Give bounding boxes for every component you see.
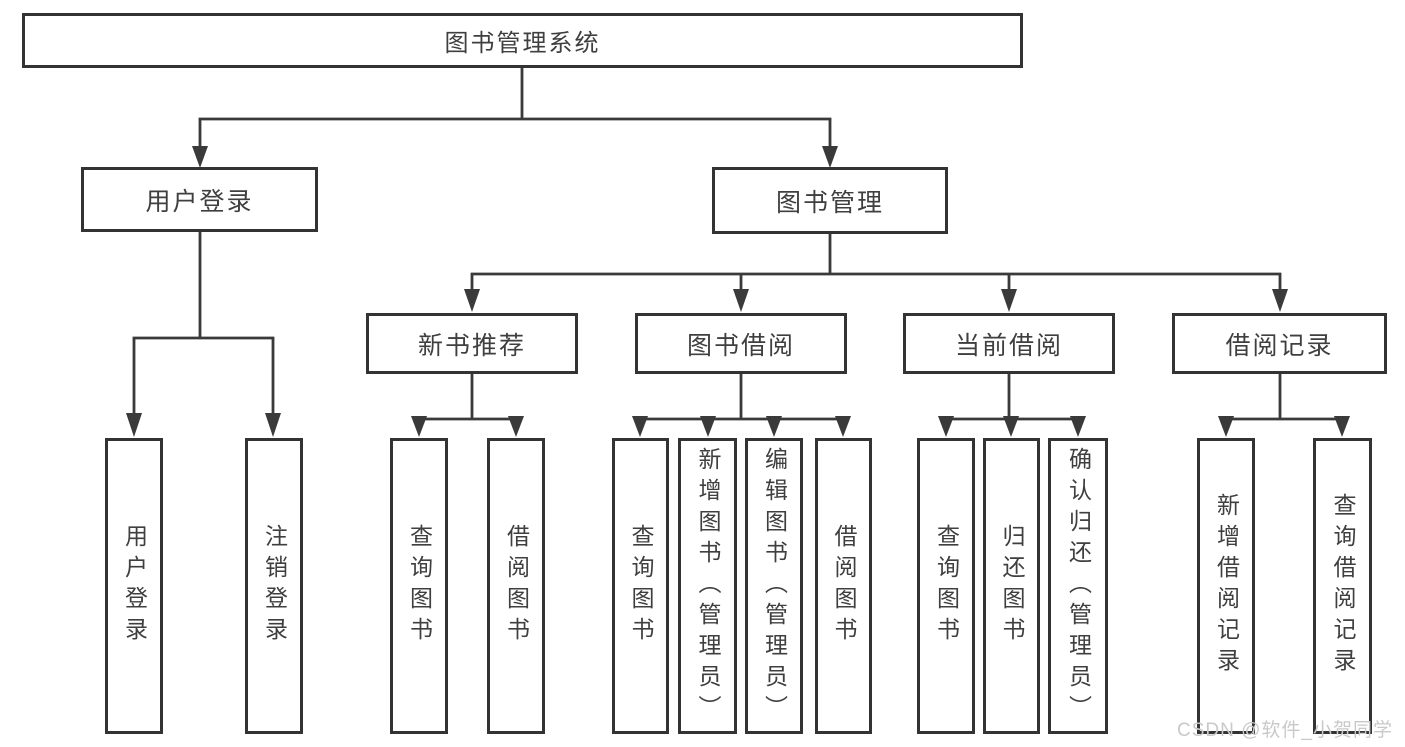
node-user-login: 用户登录 [81, 167, 318, 232]
node-label: 用户登录 [121, 524, 148, 648]
node-label: 借阅记录 [1225, 331, 1334, 360]
node-label: 新增借阅记录 [1213, 493, 1240, 679]
node-label: 借阅图书 [831, 524, 857, 648]
node-label: 借阅图书 [503, 524, 530, 648]
leaf-borrow-books-recommend: 借阅图书 [487, 438, 545, 734]
node-borrowing-records: 借阅记录 [1172, 313, 1387, 374]
leaf-return-books: 归还图书 [983, 438, 1040, 734]
node-label: 查询借阅记录 [1330, 493, 1356, 679]
leaf-user-login: 用户登录 [105, 438, 163, 734]
node-new-book-recommend: 新书推荐 [366, 313, 578, 374]
node-label: 新书推荐 [417, 331, 526, 360]
node-book-management: 图书管理 [712, 167, 948, 234]
node-label: 图书管理系统 [444, 30, 601, 57]
node-label: 图书管理 [775, 188, 884, 217]
leaf-query-books-borrowing: 查询图书 [612, 438, 669, 734]
node-book-borrowing: 图书借阅 [635, 313, 847, 374]
node-label: 新增图书（管理员） [695, 446, 721, 726]
node-label: 图书借阅 [686, 331, 795, 360]
leaf-add-borrow-record: 新增借阅记录 [1197, 438, 1255, 734]
node-label: 查询图书 [406, 524, 433, 648]
leaf-query-books-current: 查询图书 [917, 438, 975, 734]
leaf-query-borrow-record: 查询借阅记录 [1313, 438, 1372, 734]
leaf-query-books-recommend: 查询图书 [390, 438, 448, 734]
node-label: 查询图书 [628, 524, 654, 648]
leaf-confirm-return-admin: 确认归还（管理员） [1048, 438, 1108, 734]
node-label: 确认归还（管理员） [1065, 446, 1092, 726]
node-label: 编辑图书（管理员） [761, 446, 788, 726]
leaf-edit-books-admin: 编辑图书（管理员） [745, 438, 803, 734]
leaf-logout: 注销登录 [245, 438, 303, 734]
node-library-management-system: 图书管理系统 [22, 13, 1023, 68]
csdn-watermark: CSDN @软件_小贺同学 [1177, 720, 1393, 741]
node-label: 当前借阅 [954, 331, 1063, 360]
node-label: 查询图书 [933, 524, 960, 648]
leaf-add-books-admin: 新增图书（管理员） [678, 438, 737, 734]
node-current-borrowing: 当前借阅 [903, 313, 1115, 374]
node-label: 用户登录 [145, 187, 254, 216]
leaf-borrow-books: 借阅图书 [815, 438, 872, 734]
node-label: 注销登录 [261, 524, 288, 648]
node-label: 归还图书 [999, 524, 1025, 648]
